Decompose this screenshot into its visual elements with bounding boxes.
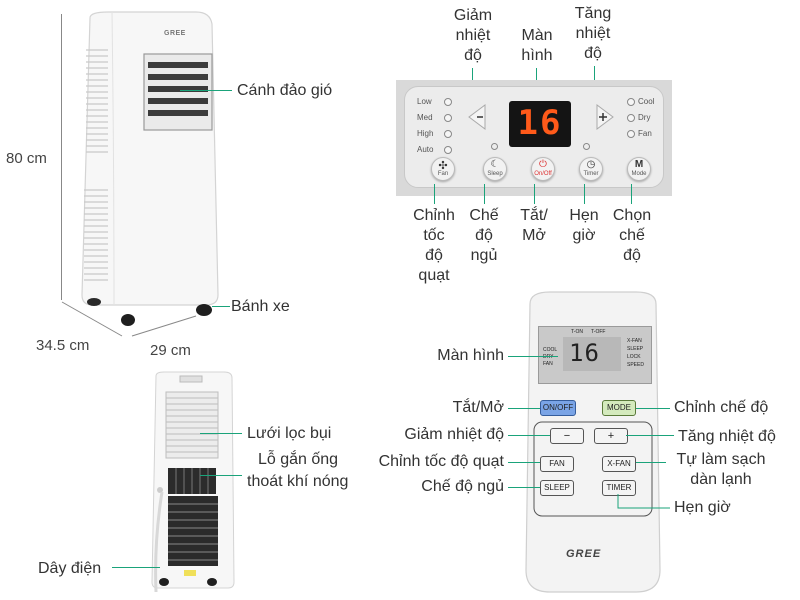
remote-screen-digit-area: 16 xyxy=(563,337,621,371)
panel-timer-leader xyxy=(584,184,585,204)
mode-led-auto: Auto xyxy=(417,145,452,154)
panel-fan-button[interactable]: ✣ Fan xyxy=(431,157,455,181)
remote-screen-leader xyxy=(508,356,558,357)
moon-icon: ☾ xyxy=(490,159,500,170)
remote-temp-up-leader xyxy=(626,435,674,436)
remote-fan-speed-leader xyxy=(508,462,540,463)
clock-icon: ◷ xyxy=(586,159,596,170)
temp-up-arrow-icon[interactable] xyxy=(591,103,621,133)
remote-mode-label: Chỉnh chế độ xyxy=(674,399,769,416)
panel-temp-down-label: Giảm nhiệt độ xyxy=(453,7,493,64)
brand-logo-front: GREE xyxy=(164,30,186,37)
panel-fan-label: Chỉnh tốc độ quạt xyxy=(413,207,455,284)
remote-sleep-button[interactable]: SLEEP xyxy=(540,480,574,496)
panel-power-leader xyxy=(534,184,535,204)
remote-screen-label: Màn hình xyxy=(437,347,504,364)
remote-mode-button[interactable]: MODE xyxy=(602,400,636,416)
remote-screen-toff: T-OFF xyxy=(591,329,606,335)
mode-letter-icon: M xyxy=(634,159,644,170)
cord-leader-line xyxy=(112,567,160,568)
panel-sleep-leader xyxy=(484,184,485,204)
panel-display-digits: 16 xyxy=(517,103,563,143)
remote-temp-down-label: Giảm nhiệt độ xyxy=(404,426,504,443)
panel-temp-up-label: Tăng nhiệt độ xyxy=(574,5,612,62)
panel-display-label: Màn hình xyxy=(521,27,553,64)
remote-mode-leader xyxy=(636,408,670,409)
louver-leader-line xyxy=(180,90,232,91)
portable-ac-back xyxy=(150,371,236,594)
remote-xfan-button[interactable]: X-FAN xyxy=(602,456,636,472)
panel-sleep-label: Chế độ ngủ xyxy=(469,207,499,264)
remote-onoff-button[interactable]: ON/OFF xyxy=(540,400,576,416)
panel-sleep-button[interactable]: ☾ Sleep xyxy=(483,157,507,181)
panel-fan-leader xyxy=(434,184,435,204)
height-dimension-line xyxy=(61,14,62,300)
remote-sleep-label: Chế độ ngủ xyxy=(421,478,504,495)
portable-ac-back-illustration xyxy=(151,371,235,593)
panel-power-label: Tắt/ Mở xyxy=(520,207,548,244)
mode-led-cool: Cool xyxy=(627,97,654,106)
filter-leader-line xyxy=(200,433,242,434)
portable-ac-front: GREE xyxy=(78,10,219,326)
remote-sleep-leader xyxy=(508,487,540,488)
cord-label: Dây điện xyxy=(38,560,102,577)
width-dimension-label: 29 cm xyxy=(150,342,191,359)
fan-icon: ✣ xyxy=(438,160,448,172)
mode-led-med: Med xyxy=(417,113,452,122)
depth-dimension-label: 34.5 cm xyxy=(36,337,90,354)
power-icon: ⏻ xyxy=(539,159,547,170)
filter-label: Lưới lọc bụi xyxy=(247,425,332,442)
remote-temp-down-leader xyxy=(508,435,550,436)
remote-minus-button[interactable]: − xyxy=(550,428,584,444)
mode-led-dry: Dry xyxy=(627,113,650,122)
panel-mode-leader xyxy=(631,184,632,204)
exhaust-label-line1: Lỗ gắn ống xyxy=(258,451,339,468)
sleep-led xyxy=(491,143,498,150)
timer-led xyxy=(583,143,590,150)
panel-timer-button[interactable]: ◷ Timer xyxy=(579,157,603,181)
remote-plus-button[interactable]: + xyxy=(594,428,628,444)
remote-fan-speed-label: Chỉnh tốc độ quạt xyxy=(378,453,504,470)
remote-timer-label: Hẹn giờ xyxy=(674,499,731,516)
wheel-label: Bánh xe xyxy=(231,298,290,315)
wheel-leader-line xyxy=(212,306,230,307)
remote-self-clean-leader xyxy=(636,462,666,463)
remote-onoff-leader xyxy=(508,408,540,409)
exhaust-leader-line xyxy=(200,475,242,476)
panel-power-button[interactable]: ⏻ On/Off xyxy=(531,157,555,181)
exhaust-label-line2: thoát khí nóng xyxy=(247,473,349,490)
portable-ac-front-illustration xyxy=(81,11,219,326)
control-panel: Low Med High Auto 16 Cool Dry Fan ✣ Fan … xyxy=(396,80,672,196)
mode-led-low: Low xyxy=(417,97,452,106)
remote-fan-button[interactable]: FAN xyxy=(540,456,574,472)
temp-down-arrow-icon[interactable] xyxy=(463,103,493,133)
control-panel-face: Low Med High Auto 16 Cool Dry Fan ✣ Fan … xyxy=(404,86,664,188)
panel-mode-label: Chọn chế độ xyxy=(612,207,652,264)
height-dimension-label: 80 cm xyxy=(6,150,47,167)
mode-led-fan: Fan xyxy=(627,129,652,138)
remote-screen-digits: 16 xyxy=(569,339,600,367)
remote-timer-button[interactable]: TIMER xyxy=(602,480,636,496)
panel-display: 16 xyxy=(509,101,571,147)
remote-self-clean-label: Tự làm sạch dàn lạnh xyxy=(676,451,766,488)
remote-brand-logo: GREE xyxy=(566,548,602,560)
mode-led-high: High xyxy=(417,129,452,138)
remote-onoff-label: Tắt/Mở xyxy=(452,399,504,416)
panel-timer-label: Hẹn giờ xyxy=(569,207,599,244)
remote-temp-up-label: Tăng nhiệt độ xyxy=(678,428,776,445)
panel-mode-button[interactable]: M Mode xyxy=(627,157,651,181)
louver-label: Cánh đảo gió xyxy=(237,82,333,99)
remote-screen-ton: T-ON xyxy=(571,329,583,335)
